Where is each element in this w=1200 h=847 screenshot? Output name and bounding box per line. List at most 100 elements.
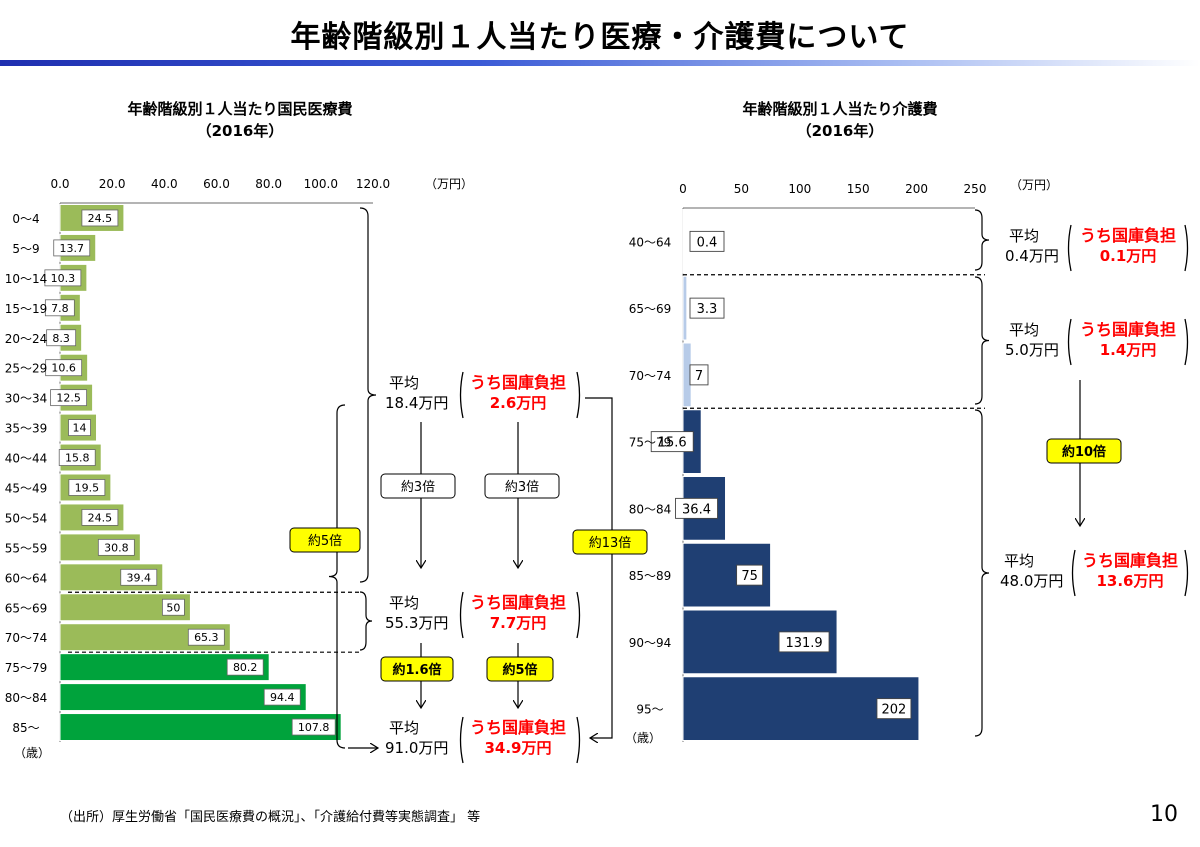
care-brace-40-64 — [974, 209, 990, 271]
medical-category-label: 65～69 — [5, 601, 48, 615]
care-category-label: 40～64 — [629, 235, 672, 249]
medical-bar-label-box — [97, 538, 135, 556]
medical-bar-label-box — [45, 359, 83, 377]
medical-group2-subsidy-value: 7.7万円 — [490, 614, 547, 632]
care-category-label: 80～84 — [629, 502, 672, 516]
medical-unit-label: （万円） — [425, 177, 473, 191]
medical-x-tick-label: 80.0 — [255, 177, 282, 191]
medical-group1-subsidy-label: うち国庫負担 — [470, 373, 566, 392]
medical-bar-label: 10.6 — [51, 362, 76, 375]
care-group1-subsidy-label: うち国庫負担 — [1080, 226, 1176, 245]
medical-x-tick-label: 0.0 — [50, 177, 69, 191]
medical-ratio-avg-1-3: 約5倍 — [308, 534, 342, 549]
medical-category-label: 85～ — [12, 721, 39, 735]
medical-group2-paren-left — [459, 591, 464, 639]
medical-category-label: 40～44 — [5, 452, 48, 466]
care-group1-paren-right — [1184, 224, 1189, 272]
care-group3-subsidy-value: 13.6万円 — [1096, 572, 1163, 590]
medical-category-label: 10～14 — [5, 272, 48, 286]
medical-bar-label-box — [46, 329, 77, 347]
medical-bar-label-box — [226, 658, 264, 676]
medical-y-label: （歳） — [14, 746, 50, 760]
medical-group1-subsidy-value: 2.6万円 — [490, 394, 547, 412]
page-number: 10 — [1150, 802, 1178, 827]
care-bar — [682, 275, 688, 341]
care-bar-label-box — [689, 364, 709, 386]
care-bar-label-box — [689, 230, 725, 252]
medical-group2-paren-right — [576, 591, 581, 639]
care-bar-label: 3.3 — [697, 302, 718, 317]
medical-bar-label: 80.2 — [233, 661, 258, 674]
medical-ratio-avg-1-2-box — [380, 473, 456, 499]
care-group2-subsidy-value: 1.4万円 — [1100, 341, 1157, 359]
care-category-label: 95～ — [636, 703, 663, 717]
medical-group3-subsidy-value: 34.9万円 — [484, 739, 551, 757]
medical-ratio-avg-2-3-box — [380, 656, 454, 682]
medical-bar-label-box — [53, 239, 91, 257]
medical-category-label: 50～54 — [5, 511, 48, 525]
medical-ratio-avg-1-2: 約3倍 — [401, 480, 435, 495]
care-bar-label-box — [689, 297, 725, 319]
medical-bar-label: 39.4 — [127, 571, 152, 584]
care-brace-75plus — [974, 409, 990, 737]
medical-category-label: 55～59 — [5, 541, 48, 555]
care-bar-label-box — [736, 564, 764, 586]
care-x-tick-label: 150 — [847, 182, 870, 196]
medical-chart-title: 年齢階級別１人当たり国民医療費 — [127, 100, 353, 118]
care-x-tick-label: 50 — [734, 182, 749, 196]
care-group2-subsidy-label: うち国庫負担 — [1080, 320, 1176, 339]
medical-bar-label-box — [58, 449, 96, 466]
title-underline-bar — [0, 60, 1200, 66]
medical-bar-label: 7.8 — [51, 302, 69, 315]
care-bar-label: 0.4 — [697, 235, 718, 250]
medical-bar-label: 12.5 — [56, 392, 81, 405]
care-bar-label-box — [675, 497, 718, 519]
care-bar-label-box — [650, 431, 694, 453]
medical-group3-paren-right — [576, 716, 581, 764]
medical-group2-avg-label: 平均 — [389, 594, 419, 612]
care-group3-subsidy-label: うち国庫負担 — [1082, 551, 1178, 570]
medical-x-tick-label: 40.0 — [151, 177, 178, 191]
care-bar-label: 7 — [695, 369, 703, 384]
care-group1-paren-left — [1067, 224, 1072, 272]
medical-category-label: 45～49 — [5, 481, 48, 495]
care-category-label: 65～69 — [629, 302, 672, 316]
care-brace-65-74 — [974, 276, 990, 405]
medical-bar-label: 15.8 — [65, 452, 90, 465]
care-category-label: 70～74 — [629, 369, 672, 383]
medical-bar-label-box — [44, 299, 75, 317]
care-chart-title: 年齢階級別１人当たり介護費 — [742, 100, 938, 118]
care-ratio-badge: 約10倍 — [1062, 444, 1106, 460]
medical-bar-label-box — [44, 269, 82, 287]
care-category-label: 75～79 — [629, 436, 672, 450]
medical-bar-label-box — [68, 419, 91, 436]
medical-bar-label-box — [291, 718, 336, 736]
medical-bar-label-box — [50, 389, 88, 407]
medical-bar-label-box — [187, 628, 225, 646]
medical-x-tick-label: 20.0 — [99, 177, 126, 191]
care-chart-subtitle: （2016年） — [796, 122, 884, 140]
medical-bar-label-box — [162, 598, 185, 616]
medical-chart-subtitle: （2016年） — [196, 122, 284, 140]
medical-category-label: 70～74 — [5, 631, 48, 645]
page-title: 年齢階級別１人当たり医療・介護費について — [290, 20, 910, 55]
care-group3-paren-right — [1184, 549, 1189, 597]
medical-ratio-subsidy-1-3: 約13倍 — [589, 536, 632, 551]
care-category-label: 85～89 — [629, 569, 672, 583]
medical-bar-label-box — [263, 688, 301, 706]
care-bar-label: 36.4 — [682, 502, 711, 517]
care-x-tick-label: 0 — [679, 182, 687, 196]
medical-bar-label: 50 — [166, 601, 180, 614]
medical-bar-label-box — [81, 509, 119, 526]
medical-ratio-avg-1-3-box — [289, 527, 361, 553]
medical-brace-65-74 — [359, 591, 373, 651]
medical-group1-paren-left — [459, 371, 464, 419]
medical-group2-subsidy-label: うち国庫負担 — [470, 593, 566, 612]
medical-group3-paren-left — [459, 716, 464, 764]
care-ratio-badge-box — [1046, 438, 1122, 464]
care-chart-title-block: 年齢階級別１人当たり介護費 （2016年） — [680, 98, 1000, 142]
medical-bar-label: 24.5 — [88, 511, 113, 524]
